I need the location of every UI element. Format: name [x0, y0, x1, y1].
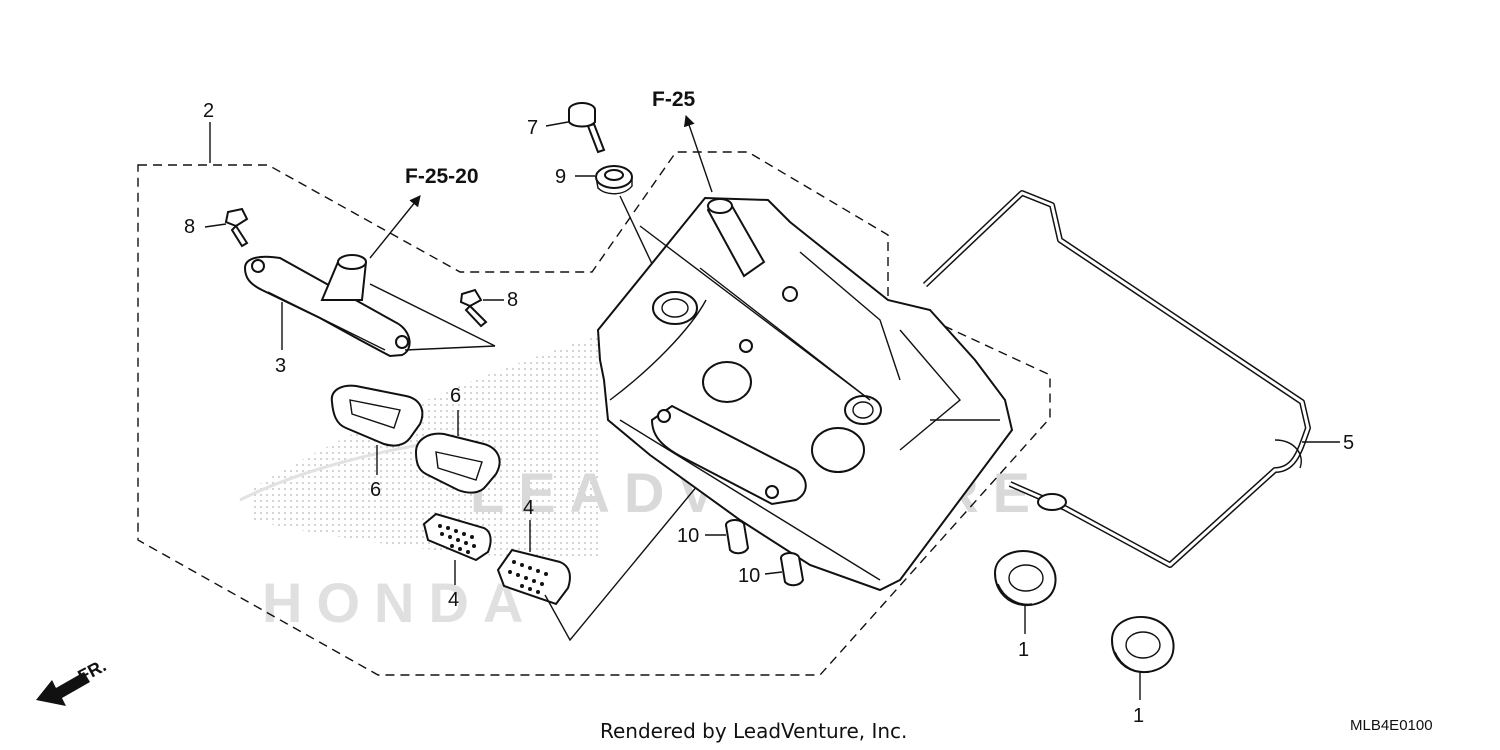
- front-arrow-icon: [36, 672, 90, 706]
- callout-8-upper: 8: [184, 216, 195, 238]
- seal-1-upper: [993, 550, 1057, 606]
- callout-2: 2: [203, 100, 214, 122]
- assembly-boundary: [137, 151, 1051, 676]
- leader-3-b: [404, 345, 496, 351]
- callout-5: 5: [1343, 432, 1354, 454]
- bolt-7: [568, 102, 606, 154]
- gasket-6-right: [414, 432, 501, 494]
- callout-3: 3: [275, 355, 286, 377]
- bolt-8-middle: [459, 288, 488, 328]
- callout-4-right: 4: [523, 497, 534, 519]
- leader-3-a: [369, 283, 496, 347]
- bolt-8-upper: [224, 207, 249, 248]
- callout-7: 7: [527, 117, 538, 139]
- gasket-6-left: [330, 384, 424, 447]
- callout-8-middle: 8: [507, 289, 518, 311]
- seal-1-lower: [1110, 616, 1175, 673]
- plate-4-right: [496, 548, 571, 606]
- leader-into-cover-b: [699, 267, 871, 401]
- callout-9: 9: [555, 166, 566, 188]
- callout-6-right: 6: [450, 385, 461, 407]
- head-cover-gasket-5: [922, 190, 1311, 568]
- callout-10-right: 10: [738, 565, 760, 587]
- footer-credit: Rendered by LeadVenture, Inc.: [600, 719, 907, 743]
- cylinder-head-cover: [596, 196, 1014, 592]
- ref-f-25: F-25: [652, 88, 696, 111]
- callout-4-left: 4: [448, 589, 459, 611]
- plate-4-left: [422, 512, 492, 562]
- ref-f-25-20-arrow: [369, 195, 421, 259]
- leader-10-right: [764, 571, 783, 575]
- leader-8-upper: [204, 223, 227, 228]
- breather-cover-3: [243, 254, 411, 358]
- callout-1-lower: 1: [1133, 705, 1144, 727]
- callout-6-left: 6: [370, 479, 381, 501]
- ref-f-25-20: F-25-20: [405, 165, 479, 188]
- collar-10-right: [780, 552, 805, 587]
- diagram-code: MLB4E0100: [1350, 717, 1433, 734]
- honda-watermark-text: HONDA: [262, 571, 537, 634]
- callout-1-upper: 1: [1018, 639, 1029, 661]
- leader-7: [545, 121, 569, 127]
- ref-f-25-arrow: [683, 114, 713, 193]
- collar-10-left: [725, 519, 750, 555]
- callout-10-left: 10: [677, 525, 699, 547]
- leader-4-to-cover: [544, 427, 746, 642]
- washer-9: [595, 165, 633, 195]
